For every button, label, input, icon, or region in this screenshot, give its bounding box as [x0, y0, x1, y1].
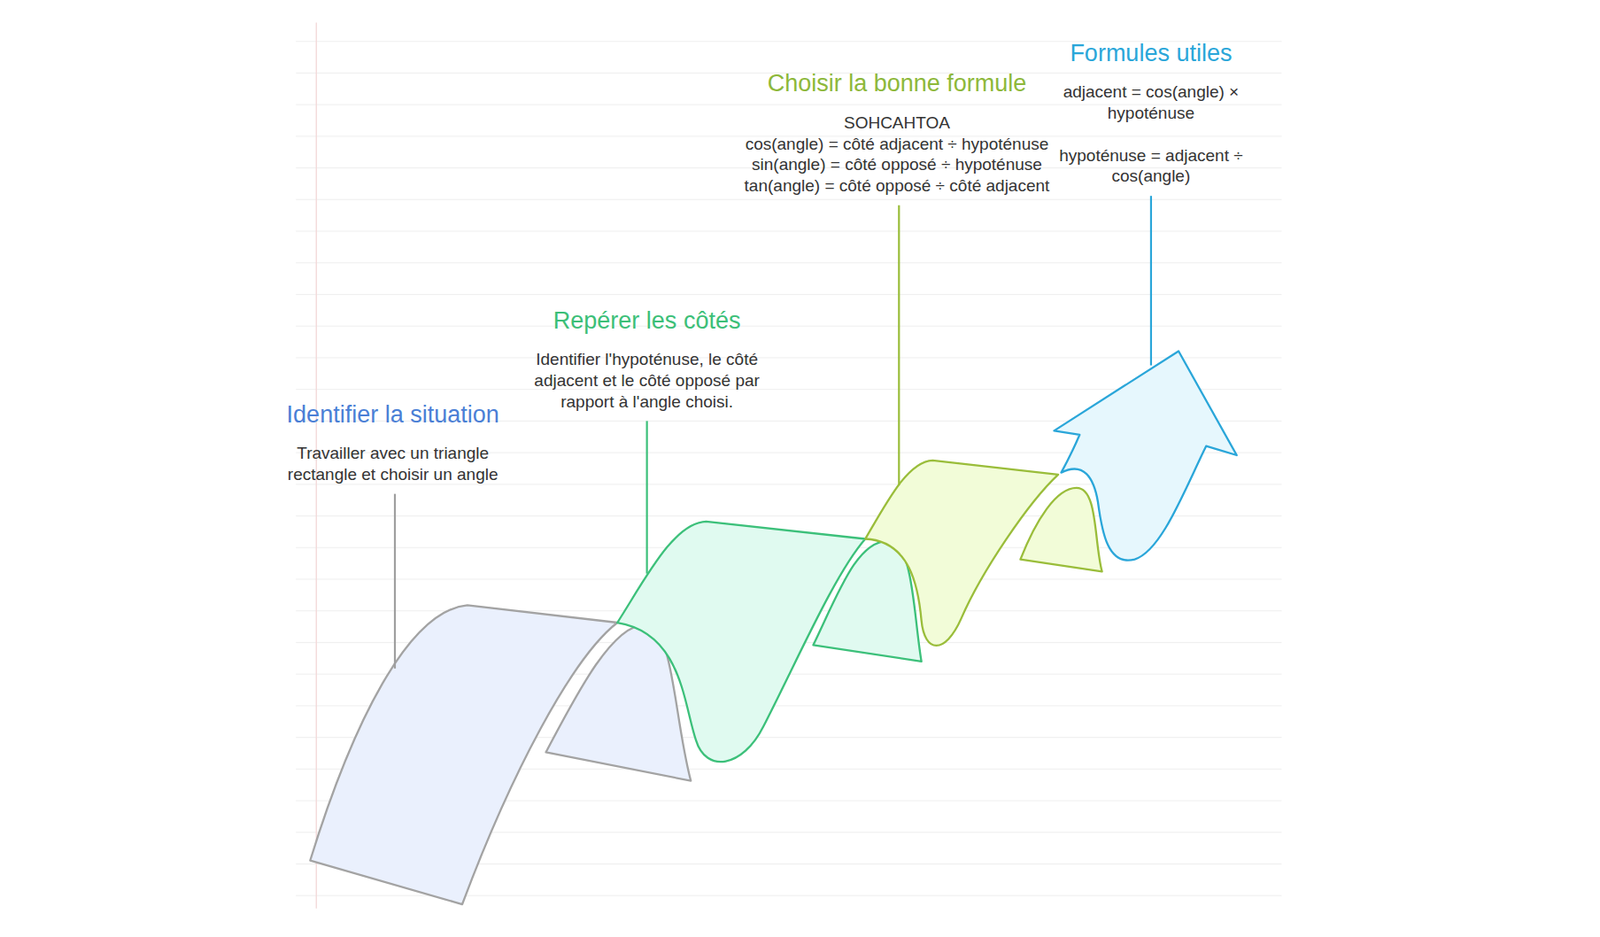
step-heading: Identifier la situation — [285, 400, 501, 429]
step-description: adjacent = cos(angle) × hypoténuse — [1020, 81, 1282, 124]
step-description: Travailler avec un triangle rectangle et… — [285, 442, 501, 486]
step-description: tan(angle) = côté opposé ÷ côté adjacent — [743, 175, 1051, 197]
step-heading: Repérer les côtés — [517, 306, 778, 335]
step-node: Identifier la situationTravailler avec u… — [285, 400, 501, 486]
step-description: SOHCAHTOA — [743, 112, 1051, 134]
ribbon-arrow — [1053, 350, 1237, 560]
ribbon-step — [617, 521, 866, 762]
step-heading: Formules utiles — [1020, 38, 1282, 68]
step-heading: Choisir la bonne formule — [743, 69, 1051, 98]
leader-line — [646, 420, 649, 573]
step-description: Identifier l'hypoténuse, le côté adjacen… — [517, 348, 778, 412]
step-node: Formules utiles adjacent = cos(angle) × h… — [1020, 38, 1282, 187]
ribbon-step — [309, 604, 618, 905]
ribbon-step — [865, 460, 1059, 646]
leader-line — [897, 205, 900, 486]
leader-line — [394, 494, 396, 669]
step-description: hypoténuse = adjacent ÷ cos(angle) — [1020, 145, 1282, 188]
step-node: Repérer les côtésIdentifier l'hypoténuse… — [517, 306, 778, 413]
leader-line — [1150, 195, 1152, 365]
step-description: sin(angle) = côté opposé ÷ hypoténuse — [743, 154, 1051, 176]
step-description: cos(angle) = côté adjacent ÷ hypoténuse — [743, 133, 1051, 155]
step-node: Choisir la bonne formuleSOHCAHTOAcos(ang… — [743, 69, 1051, 196]
